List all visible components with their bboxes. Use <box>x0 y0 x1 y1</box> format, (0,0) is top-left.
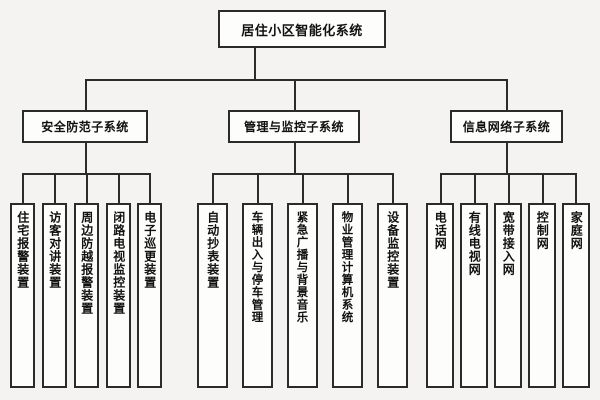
leaf-node-broadband-access-network[interactable]: 宽带接入网 <box>494 203 522 388</box>
leaf-node-home-network-label: 家庭网 <box>569 211 584 250</box>
connector-branch-3-leaf-drop-5 <box>575 173 577 203</box>
leaf-node-home-network[interactable]: 家庭网 <box>562 203 590 388</box>
leaf-node-property-management-system-label: 物业管理计算机系统 <box>340 211 355 324</box>
connector-branch-1-stem <box>85 143 87 174</box>
leaf-node-control-network-label: 控制网 <box>535 211 550 250</box>
leaf-node-electronic-patrol[interactable]: 电子巡更装置 <box>137 203 162 388</box>
leaf-node-cctv-label: 闭路电视监控装置 <box>111 211 126 315</box>
connector-branch-3-leaf-drop-2 <box>474 173 476 203</box>
leaf-node-equipment-monitoring[interactable]: 设备监控装置 <box>377 203 408 388</box>
connector-branch-3-leaf-drop-1 <box>440 173 442 203</box>
connector-level2-bus <box>85 79 507 81</box>
branch-node-network[interactable]: 信息网络子系统 <box>450 110 563 143</box>
branch-node-management-label: 管理与监控子系统 <box>243 120 344 134</box>
leaf-node-emergency-broadcast[interactable]: 紧急广播与背景音乐 <box>287 203 318 388</box>
leaf-node-home-alarm[interactable]: 住宅报警装置 <box>10 203 35 388</box>
leaf-node-telephone-network[interactable]: 电话网 <box>426 203 454 388</box>
branch-node-security-label: 安全防范子系统 <box>41 120 129 134</box>
leaf-node-telephone-network-label: 电话网 <box>433 211 448 250</box>
leaf-node-electronic-patrol-label: 电子巡更装置 <box>142 211 157 289</box>
connector-branch-2-leaf-drop-4 <box>347 173 349 203</box>
root-node[interactable]: 居住小区智能化系统 <box>218 10 386 48</box>
leaf-node-visitor-intercom-label: 访客对讲装置 <box>47 211 62 289</box>
connector-drop-branch-3 <box>506 79 508 110</box>
connector-branch-3-leaf-drop-4 <box>542 173 544 203</box>
leaf-node-vehicle-parking-label: 车辆出入与停车管理 <box>250 211 265 324</box>
leaf-node-emergency-broadcast-label: 紧急广播与背景音乐 <box>295 211 310 324</box>
connector-branch-2-leaf-drop-5 <box>392 173 394 203</box>
leaf-node-property-management-system[interactable]: 物业管理计算机系统 <box>332 203 363 388</box>
branch-node-network-label: 信息网络子系统 <box>462 120 551 134</box>
leaf-node-visitor-intercom[interactable]: 访客对讲装置 <box>42 203 67 388</box>
leaf-node-auto-meter-reading[interactable]: 自动抄表装置 <box>197 203 228 388</box>
connector-branch-3-leaf-drop-3 <box>508 173 510 203</box>
leaf-node-auto-meter-reading-label: 自动抄表装置 <box>205 211 220 289</box>
leaf-node-home-alarm-label: 住宅报警装置 <box>15 211 30 289</box>
branch-node-management[interactable]: 管理与监控子系统 <box>228 110 360 143</box>
connector-branch-1-bus <box>22 173 149 175</box>
leaf-node-broadband-access-network-label: 宽带接入网 <box>501 211 516 276</box>
connector-branch-1-leaf-drop-5 <box>149 173 151 203</box>
connector-branch-1-leaf-drop-4 <box>118 173 120 203</box>
connector-branch-2-leaf-drop-3 <box>302 173 304 203</box>
connector-drop-branch-2 <box>294 79 296 110</box>
leaf-node-cable-tv-network-label: 有线电视网 <box>467 211 482 276</box>
root-node-label: 居住小区智能化系统 <box>241 23 363 39</box>
connector-root-stem <box>254 48 256 80</box>
connector-branch-1-leaf-drop-1 <box>22 173 24 203</box>
connector-branch-2-leaf-drop-1 <box>212 173 214 203</box>
connector-branch-2-stem <box>294 143 296 174</box>
leaf-node-control-network[interactable]: 控制网 <box>528 203 556 388</box>
connector-branch-2-leaf-drop-2 <box>257 173 259 203</box>
connector-branch-1-leaf-drop-3 <box>86 173 88 203</box>
branch-node-security[interactable]: 安全防范子系统 <box>22 110 148 143</box>
leaf-node-vehicle-parking[interactable]: 车辆出入与停车管理 <box>242 203 273 388</box>
leaf-node-cable-tv-network[interactable]: 有线电视网 <box>460 203 488 388</box>
leaf-node-perimeter-alarm-label: 周边防越报警装置 <box>79 211 94 315</box>
connector-branch-1-leaf-drop-2 <box>54 173 56 203</box>
leaf-node-equipment-monitoring-label: 设备监控装置 <box>385 211 400 289</box>
connector-drop-branch-1 <box>85 79 87 110</box>
connector-branch-3-stem <box>506 143 508 174</box>
leaf-node-cctv[interactable]: 闭路电视监控装置 <box>106 203 131 388</box>
leaf-node-perimeter-alarm[interactable]: 周边防越报警装置 <box>74 203 99 388</box>
